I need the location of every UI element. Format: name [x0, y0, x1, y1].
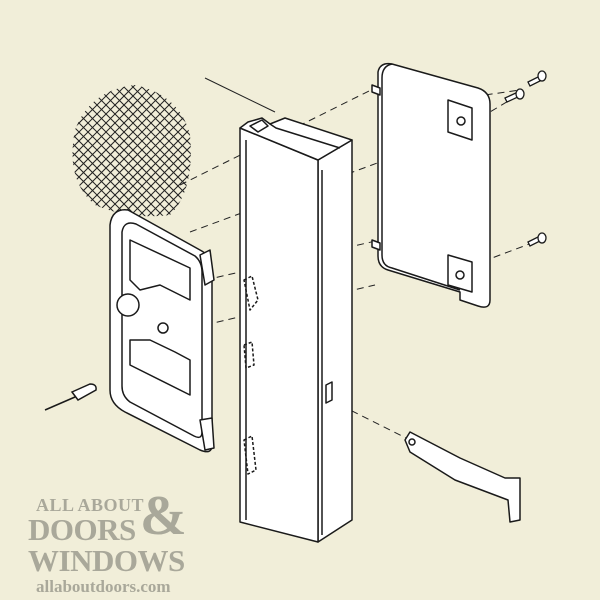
mesh-strand	[72, 85, 161, 217]
mesh-strand	[114, 85, 191, 217]
door-stile-extrusion	[239, 117, 353, 543]
mesh-strand	[114, 85, 191, 217]
screw-middle	[504, 88, 525, 103]
rivet	[44, 383, 97, 411]
cover-plate	[371, 62, 491, 308]
mesh-strand	[72, 85, 134, 217]
mesh-strand	[78, 85, 191, 217]
mesh-strand	[72, 85, 89, 217]
mesh-strand	[72, 85, 161, 217]
mesh-strand	[87, 85, 191, 217]
mesh-strand	[72, 85, 116, 217]
mesh-strand	[72, 85, 170, 217]
mesh-strand	[72, 85, 152, 217]
mesh-strand	[141, 85, 191, 217]
mesh-strand	[105, 85, 191, 217]
leader-line	[204, 77, 276, 113]
mesh-strand	[72, 85, 107, 217]
mesh-strand	[72, 85, 116, 217]
mesh-strand	[72, 85, 179, 217]
keeper-bracket	[109, 209, 215, 453]
mesh-strand	[72, 85, 98, 217]
mesh-strand	[72, 85, 170, 217]
mesh-strand	[72, 85, 98, 217]
logo-line-3: WINDOWS	[28, 543, 185, 578]
mesh-strand	[72, 85, 134, 217]
mesh-strand	[72, 85, 80, 217]
mesh-strand	[123, 85, 191, 217]
mesh-strand	[72, 85, 107, 217]
mesh-strand	[72, 85, 143, 217]
mesh-strand	[0, 60, 70, 240]
screw-bottom	[527, 232, 547, 247]
logo-line-2: DOORS	[28, 512, 136, 547]
logo-url: allaboutdoors.com	[36, 577, 171, 596]
latch-bar	[404, 431, 521, 523]
screws	[504, 70, 547, 247]
mesh-strand	[72, 85, 80, 217]
logo-ampersand: &	[140, 485, 187, 547]
screw-top	[527, 70, 547, 87]
brand-logo: ALL ABOUT DOORS & WINDOWS allaboutdoors.…	[28, 488, 187, 596]
mesh-strand	[72, 85, 89, 217]
logo-line-1: ALL ABOUT	[36, 495, 145, 515]
mesh-strand	[105, 85, 191, 217]
mesh-strand	[132, 85, 191, 217]
mesh-strand	[0, 60, 70, 240]
